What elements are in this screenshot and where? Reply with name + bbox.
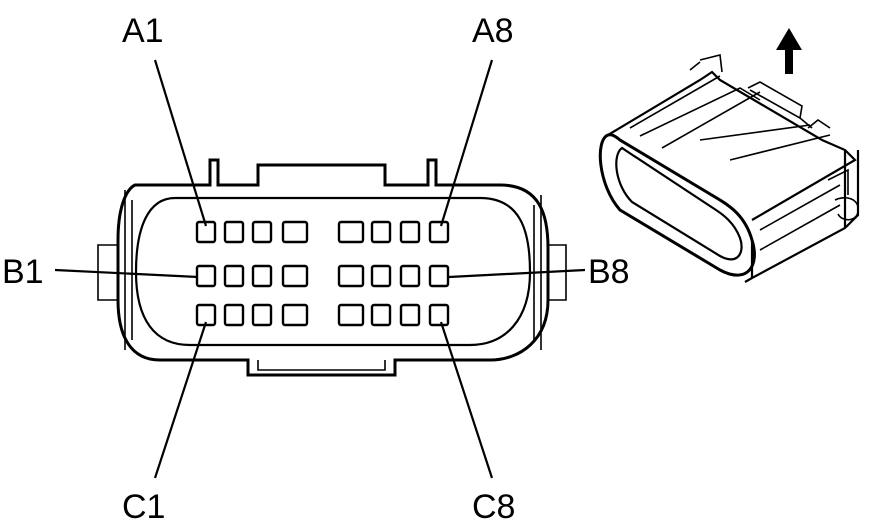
label-a1: A1 xyxy=(122,12,164,50)
leader-c8 xyxy=(439,321,494,479)
leader-lines xyxy=(54,59,586,479)
iso-top-surface xyxy=(607,70,857,221)
leader-b8 xyxy=(448,268,586,279)
housing-outline xyxy=(116,158,550,377)
connector-isometric-view xyxy=(598,54,860,283)
pin-cavity-a6 xyxy=(370,220,392,244)
leader-c1 xyxy=(153,321,208,479)
label-b1: B1 xyxy=(2,253,44,291)
inner-rim xyxy=(134,196,532,347)
pin-cavity-a4 xyxy=(281,220,309,244)
iso-side-details xyxy=(759,168,859,251)
pin-cavity-a2 xyxy=(223,220,245,244)
pin-cavity-b4 xyxy=(281,264,309,288)
leader-b1 xyxy=(54,268,199,279)
pin-cavity-a3 xyxy=(251,220,273,244)
label-c1: C1 xyxy=(122,488,165,526)
iso-front-inner xyxy=(615,146,743,261)
pin-cavity-a8 xyxy=(428,220,450,244)
iso-latch-tabs xyxy=(689,54,831,129)
label-b8: B8 xyxy=(588,253,630,291)
left-latch xyxy=(97,190,133,350)
pin-cavity-b2 xyxy=(223,264,245,288)
pin-cavity-b7 xyxy=(399,264,421,288)
pin-cavity-c2 xyxy=(223,303,245,327)
pin-cavity-b3 xyxy=(251,264,273,288)
pin-cavity-c8 xyxy=(428,303,450,327)
pin-cavity-c5 xyxy=(337,303,365,327)
bottom-key xyxy=(257,360,386,371)
pin-cavity-a7 xyxy=(399,220,421,244)
up-arrow-icon xyxy=(776,28,802,74)
pin-cavity-a5 xyxy=(337,220,365,244)
pin-cavity-a1 xyxy=(195,220,217,244)
pin-cavity-b5 xyxy=(337,264,365,288)
pin-labels: A1 A8 B1 B8 C1 C8 xyxy=(2,12,630,526)
iso-side-body xyxy=(744,150,860,283)
pin-cavity-c6 xyxy=(370,303,392,327)
leader-a1 xyxy=(153,59,208,227)
pin-cavity-c4 xyxy=(281,303,309,327)
pin-cavity-b1 xyxy=(195,264,217,288)
pin-cavity-c7 xyxy=(399,303,421,327)
pin-cavity-c3 xyxy=(251,303,273,327)
label-c8: C8 xyxy=(472,488,515,526)
pin-cavity-b6 xyxy=(370,264,392,288)
connector-face xyxy=(97,158,567,377)
pin-cavity-b8 xyxy=(428,264,450,288)
leader-a8 xyxy=(439,59,494,227)
pin-cavities xyxy=(195,220,450,327)
iso-front-face xyxy=(598,133,756,277)
label-a8: A8 xyxy=(472,12,514,50)
